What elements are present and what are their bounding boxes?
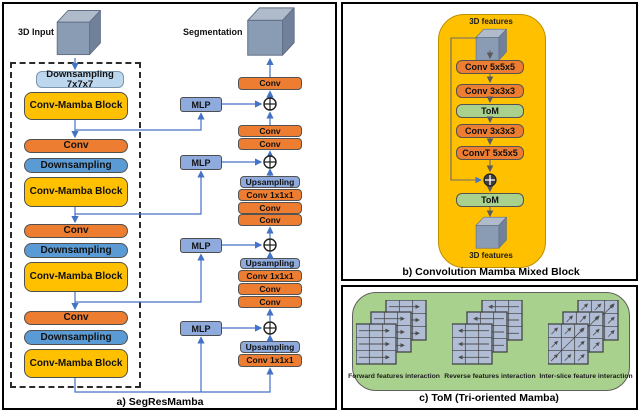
- mixed-tom-2: ToM: [456, 193, 524, 207]
- mlp-3: MLP: [180, 238, 222, 253]
- encoder-downsampling-4: Downsampling: [24, 330, 128, 345]
- panel-c-caption: c) ToM (Tri-oriented Mamba): [419, 392, 559, 404]
- mixed-convT-5x5x5: ConvT 5x5x5: [456, 146, 524, 160]
- 3d-input-cube-icon: [56, 10, 101, 56]
- panel-b-input-label: 3D features: [469, 17, 513, 26]
- encoder-downsampling-3: Downsampling: [24, 243, 128, 258]
- input-label: 3D Input: [18, 27, 54, 37]
- decoder-s3-conv-b: Conv: [238, 296, 302, 308]
- segmentation-label: Segmentation: [183, 27, 243, 37]
- mixed-conv-5x5x5: Conv 5x5x5: [456, 60, 524, 74]
- mlp-1: MLP: [180, 97, 222, 112]
- decoder-s3-conv-a: Conv: [238, 283, 302, 295]
- encoder-conv-mamba-block-3: Conv-Mamba Block: [24, 262, 128, 292]
- encoder-conv-3: Conv: [24, 224, 128, 238]
- panel-a-caption: a) SegResMamba: [116, 396, 204, 408]
- decoder-s4-conv111: Conv 1x1x1: [238, 354, 302, 367]
- mixed-tom-1: ToM: [456, 104, 524, 118]
- decoder-s1-conv-b: Conv: [238, 138, 302, 150]
- sum-node-icon-3: [263, 238, 277, 252]
- features-cube-bottom-icon: [475, 216, 507, 249]
- encoder-conv-mamba-block-2: Conv-Mamba Block: [24, 177, 128, 207]
- encoder-conv-4: Conv: [24, 311, 128, 325]
- forward-scan-grids-icon: [356, 300, 427, 365]
- decoder-s4-upsampling: Upsampling: [240, 341, 300, 353]
- reverse-scan-grids-icon: [452, 300, 523, 365]
- mlp-2: MLP: [180, 155, 222, 170]
- encoder-conv-2: Conv: [24, 139, 128, 153]
- encoder-downsampling-7x7x7: Downsampling 7x7x7: [36, 70, 124, 89]
- inter-slice-interaction-label: Inter-slice feature interaction: [539, 373, 633, 380]
- sum-node-icon-1: [263, 97, 277, 111]
- inter-slice-scan-grids-icon: [548, 300, 619, 365]
- reverse-interaction-label: Reverse features interaction: [444, 373, 536, 380]
- decoder-s3-conv111: Conv 1x1x1: [238, 270, 302, 282]
- forward-interaction-label: Forward features interaction: [348, 373, 440, 380]
- decoder-s2-conv111: Conv 1x1x1: [238, 189, 302, 201]
- decoder-s2-upsampling: Upsampling: [240, 176, 300, 188]
- decoder-s1-conv-a: Conv: [238, 125, 302, 137]
- features-cube-top-icon: [475, 28, 507, 61]
- decoder-s2-conv-b: Conv: [238, 214, 302, 226]
- mixed-conv-3x3x3-b: Conv 3x3x3: [456, 124, 524, 138]
- decoder-s2-conv-a: Conv: [238, 202, 302, 214]
- mlp-4: MLP: [180, 321, 222, 336]
- decoder-head-conv: Conv: [238, 77, 302, 90]
- decoder-s3-upsampling: Upsampling: [240, 258, 300, 269]
- sum-node-icon-4: [263, 321, 277, 335]
- sum-node-icon-2: [263, 155, 277, 169]
- mixed-conv-3x3x3-a: Conv 3x3x3: [456, 84, 524, 98]
- mixed-sum-node-icon: [483, 173, 497, 187]
- encoder-downsampling-2: Downsampling: [24, 158, 128, 173]
- segmentation-cube-icon: [247, 7, 295, 56]
- encoder-conv-mamba-block-1: Conv-Mamba Block: [24, 92, 128, 120]
- panel-b-caption: b) Convolution Mamba Mixed Block: [402, 266, 580, 278]
- encoder-conv-mamba-block-4: Conv-Mamba Block: [24, 349, 128, 378]
- panel-b-output-label: 3D features: [469, 251, 513, 260]
